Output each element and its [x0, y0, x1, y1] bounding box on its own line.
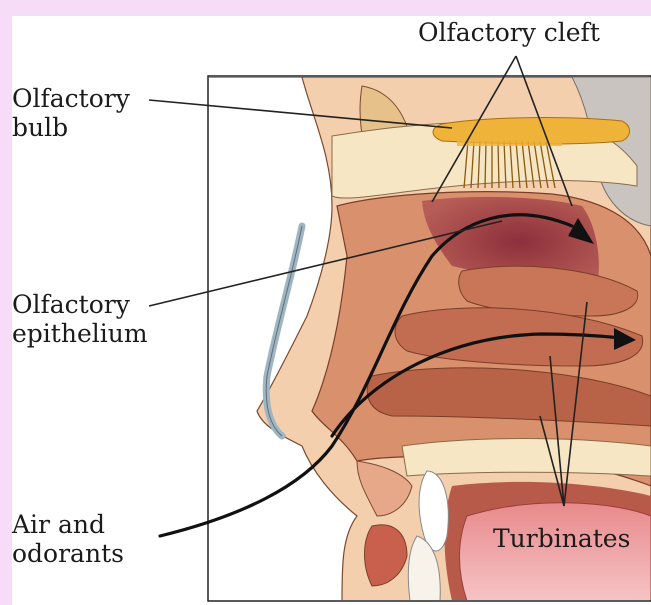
olfactory-bulb-label: Olfactory bulb	[12, 84, 130, 142]
olfactory-epithelium-label: Olfactory epithelium	[12, 290, 148, 348]
diagram-panel: Olfactory cleft Olfactory bulb Olfactory…	[12, 16, 651, 605]
air-and-odorants-label: Air and odorants	[12, 510, 124, 568]
olfactory-cleft-label: Olfactory cleft	[418, 18, 600, 47]
turbinates-label: Turbinates	[493, 524, 630, 553]
hard-palate	[402, 439, 651, 477]
